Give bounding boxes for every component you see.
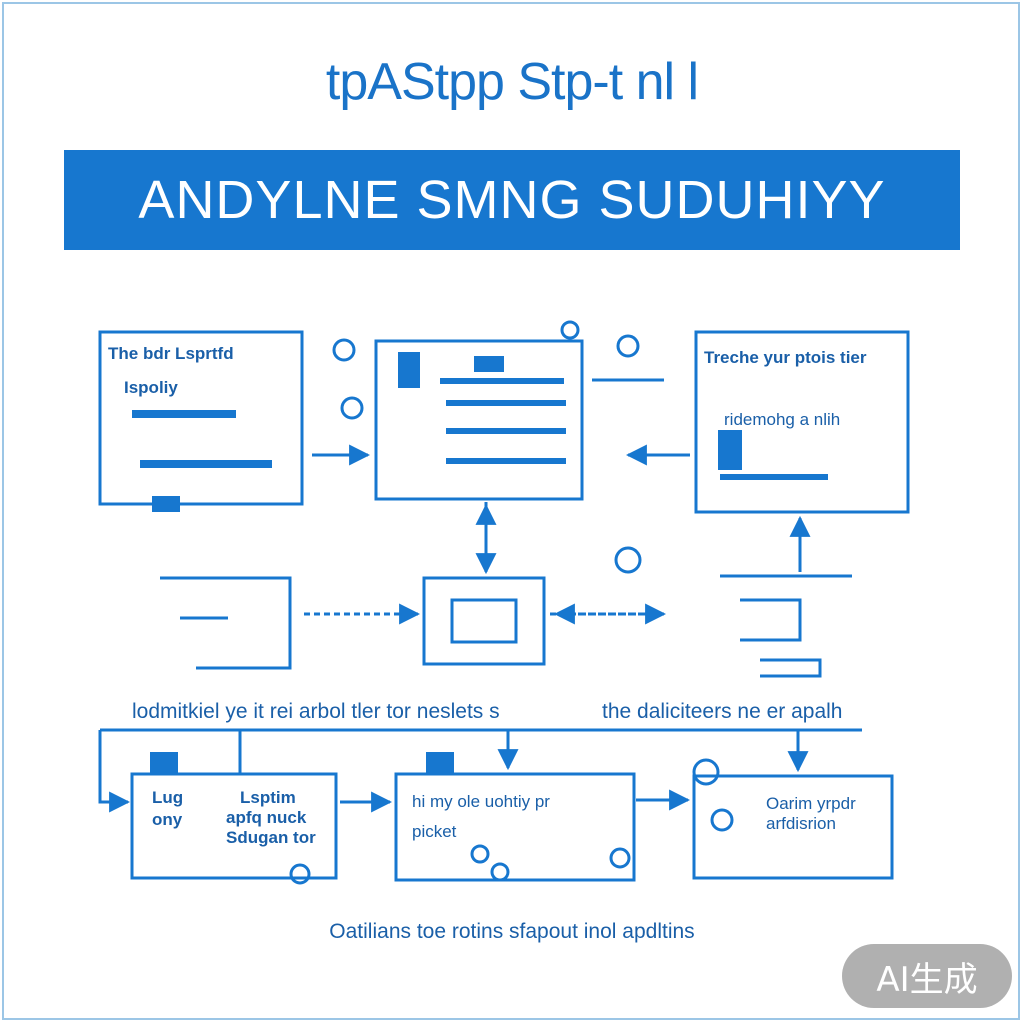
separator-left-down — [98, 730, 131, 813]
box-middle — [422, 576, 546, 666]
box-top-center — [374, 339, 584, 501]
title-banner: ANDYLNE SMNG SUDUHIYY — [64, 150, 960, 250]
mid-label-right: the daliciteers ne er apalh — [602, 700, 843, 723]
node-mark-10 — [289, 863, 311, 885]
node-mark-5 — [614, 546, 642, 574]
box-top-left-line1: The bdr Lsprtfd — [108, 344, 234, 363]
screen-top — [474, 356, 504, 372]
screen-bar-2 — [446, 400, 566, 406]
mid-label-left: lodmitkiel ye it rei arbol tler tor nesl… — [132, 700, 500, 723]
banner-text: ANDYLNE SMNG SUDUHIYY — [138, 170, 886, 230]
node-mark-2 — [340, 396, 364, 420]
box-bottom-left-right2: apfq nuck — [226, 808, 307, 827]
box-top-left — [98, 330, 304, 506]
badge-text: AI生成 — [876, 959, 978, 1000]
box-bottom-mid — [394, 772, 636, 882]
box-bottom-right — [692, 774, 894, 880]
node-mark-7 — [710, 808, 734, 832]
text-bar-3 — [152, 496, 180, 512]
box-bottom-left-right3: Sdugan tor — [226, 828, 316, 847]
box-top-right-line2: ridemohg a nlih — [724, 410, 841, 429]
panel-bar-1 — [720, 474, 828, 480]
bottom-icon-1 — [150, 752, 178, 774]
node-mark-1 — [332, 338, 356, 362]
box-middle-inner — [450, 598, 518, 644]
box-bottom-left — [130, 772, 338, 880]
box-bottom-right-line2: arfdisrion — [766, 814, 836, 833]
box-bottom-left-left1: Lug — [152, 788, 184, 807]
ai-generated-badge: AI生成 — [842, 944, 1012, 1008]
device-right — [740, 598, 802, 642]
panel-block — [718, 430, 742, 470]
text-bar-1 — [132, 410, 236, 418]
box-top-right — [694, 330, 910, 514]
node-mark-8 — [470, 844, 490, 864]
diagram-title: tpAStpp Stp-t nl l — [325, 53, 699, 111]
screen-bar-1 — [440, 378, 564, 384]
text-bar-2 — [140, 460, 272, 468]
screen-bar-4 — [446, 458, 566, 464]
bracket-left — [160, 576, 292, 670]
device-right-base — [760, 658, 822, 678]
box-bottom-mid-line2: picket — [412, 822, 457, 841]
box-top-left-line2: Ispoliy — [124, 378, 178, 397]
box-bottom-left-left2: ony — [152, 810, 183, 829]
diagram-footer: Oatilians toe rotins sfapout inol apdlti… — [329, 920, 695, 943]
node-mark-3 — [560, 320, 580, 340]
node-mark-6 — [692, 758, 720, 786]
node-mark-9 — [490, 862, 510, 882]
screen-bar-3 — [446, 428, 566, 434]
node-mark-11 — [609, 847, 631, 869]
box-bottom-left-right1: Lsptim — [240, 788, 296, 807]
box-bottom-mid-line1: hi my ole uohtiy pr — [412, 792, 550, 811]
box-bottom-right-line1: Oarim yrpdr — [766, 794, 856, 813]
node-mark-4 — [616, 334, 640, 358]
screen-side — [398, 352, 420, 388]
bottom-icon-2 — [426, 752, 454, 774]
box-top-right-line1: Treche yur ptois tier — [704, 348, 867, 367]
